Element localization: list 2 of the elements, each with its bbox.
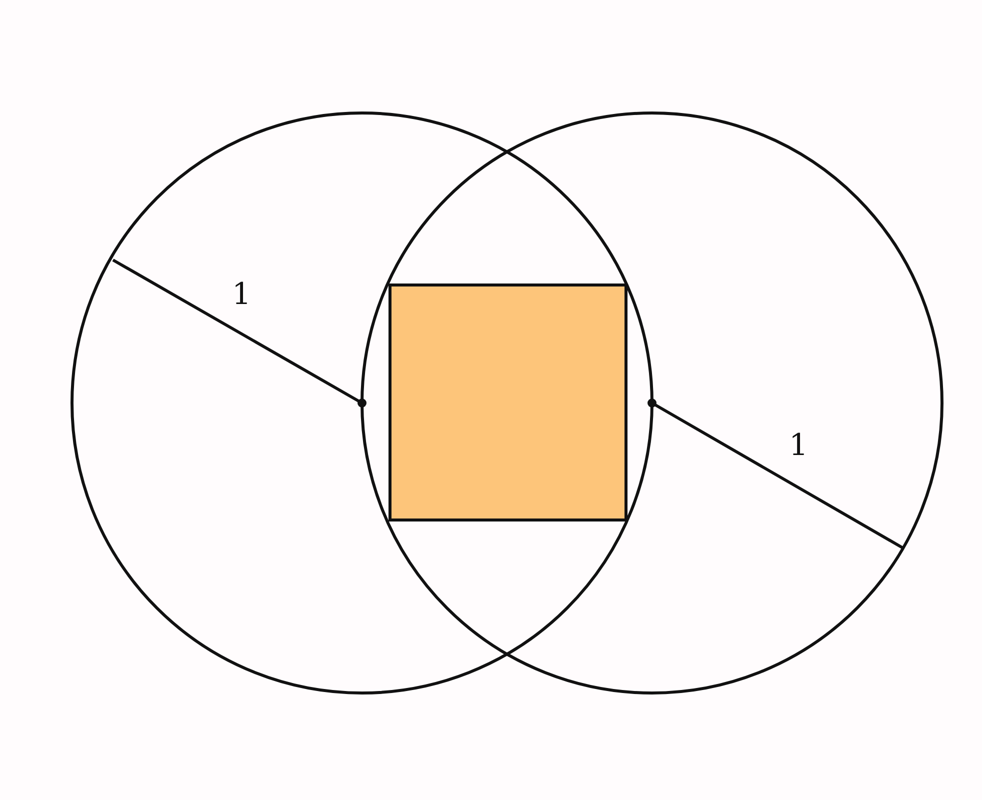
radius-label: 1	[789, 431, 808, 461]
radius-label: 1	[232, 280, 252, 310]
